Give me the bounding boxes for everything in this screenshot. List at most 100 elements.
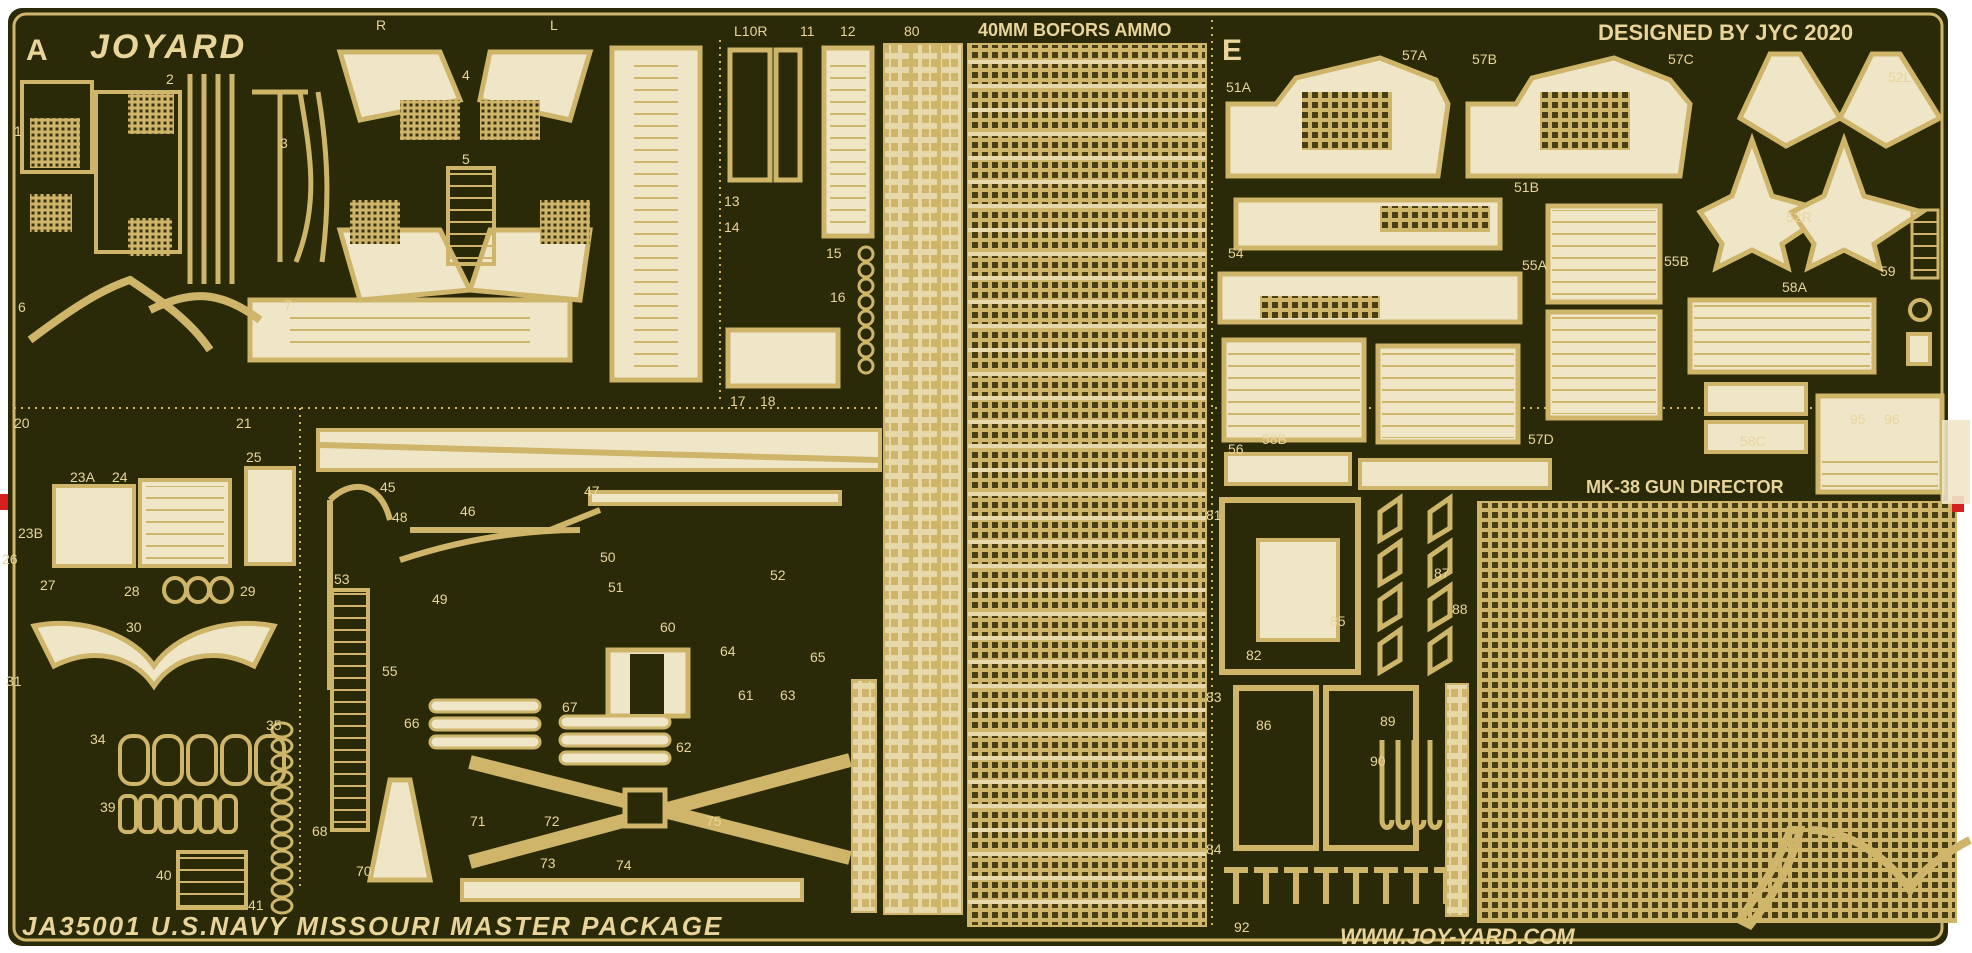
part-label: 68 bbox=[312, 823, 328, 839]
ring-part bbox=[857, 341, 875, 359]
lozenge-part bbox=[158, 794, 178, 834]
part-73-bar bbox=[460, 878, 804, 902]
ammo-strip-separator bbox=[968, 516, 1206, 520]
part-label: 92 bbox=[1234, 919, 1250, 935]
hook-part bbox=[1411, 740, 1427, 830]
part-label: 47 bbox=[584, 483, 600, 499]
section-letter-e: E bbox=[1222, 34, 1244, 67]
part-60-door bbox=[630, 654, 664, 714]
director-title: MK-38 GUN DIRECTOR bbox=[1586, 477, 1784, 497]
part-label: 56 bbox=[1228, 441, 1244, 457]
part-label: R bbox=[376, 17, 386, 33]
lozenge-part bbox=[218, 794, 238, 834]
part-4-cradle bbox=[336, 49, 594, 303]
website-url: WWW.JOY-YARD.COM bbox=[1340, 924, 1575, 949]
part-spar-diag bbox=[319, 442, 879, 463]
ammo-strip-separator bbox=[968, 636, 1206, 640]
ammo-strip-rows bbox=[968, 60, 1206, 904]
lozenge-part bbox=[138, 794, 158, 834]
part-label: 55 bbox=[382, 663, 398, 679]
t-piece-part bbox=[1404, 867, 1428, 904]
ammo-strip-separator bbox=[968, 156, 1206, 160]
bracket-part bbox=[1377, 493, 1403, 545]
part-label: 14 bbox=[724, 219, 740, 235]
chain-link bbox=[270, 801, 294, 819]
part-40-grid bbox=[176, 850, 248, 910]
ammo-strip-separator bbox=[968, 372, 1206, 376]
part-label: 12 bbox=[840, 23, 856, 39]
part-label: 64 bbox=[720, 643, 736, 659]
ammo-strip-separator bbox=[968, 900, 1206, 904]
part-46-block bbox=[1906, 332, 1932, 366]
ammo-strip-separator bbox=[968, 852, 1206, 856]
ammo-strip-separator bbox=[968, 252, 1206, 256]
part-51b-hatch bbox=[1465, 55, 1693, 179]
part-58-long-b bbox=[1224, 452, 1352, 486]
ring-part bbox=[857, 261, 875, 279]
part-label: 89 bbox=[1380, 713, 1396, 729]
part-label: 21 bbox=[236, 415, 252, 431]
ammo-strip-separator bbox=[968, 780, 1206, 784]
ammo-strip-separator bbox=[968, 204, 1206, 208]
chain-link bbox=[270, 849, 294, 867]
plate-part bbox=[428, 698, 542, 714]
part-label: 25 bbox=[246, 449, 262, 465]
plate-part bbox=[558, 750, 672, 766]
part-label: 88 bbox=[1452, 601, 1468, 617]
part-label: 2 bbox=[166, 71, 174, 87]
part-7-rungs bbox=[290, 312, 530, 348]
part-label: 90 bbox=[1370, 753, 1386, 769]
part-label: 49 bbox=[432, 591, 448, 607]
ammo-strip-separator bbox=[968, 660, 1206, 664]
part-label: 54 bbox=[1228, 245, 1244, 261]
part-56-rungs bbox=[1228, 344, 1360, 436]
part-label: 40 bbox=[156, 867, 172, 883]
part-label: 71 bbox=[470, 813, 486, 829]
bracket-part bbox=[1377, 581, 1403, 633]
part-53-long-rod bbox=[330, 588, 370, 832]
part-54-rail-mesh bbox=[1260, 296, 1380, 318]
part-58a-rungs bbox=[1694, 304, 1870, 368]
part-label: 82 bbox=[1246, 647, 1262, 663]
part-label: 24 bbox=[112, 469, 128, 485]
part-label: 57C bbox=[1668, 51, 1694, 67]
part-label: 51 bbox=[608, 579, 624, 595]
part-1-mesh-b bbox=[30, 194, 72, 232]
bracket-part bbox=[1427, 581, 1453, 633]
part-70-tripod bbox=[366, 777, 434, 883]
part-25-rack bbox=[244, 466, 296, 566]
part-label: 26 bbox=[2, 551, 18, 567]
chain-link bbox=[270, 897, 294, 915]
ring-part bbox=[857, 309, 875, 327]
part-label: 67 bbox=[562, 699, 578, 715]
ammo-title: 40MM BOFORS AMMO bbox=[978, 20, 1171, 40]
part-label: 58A bbox=[1782, 279, 1808, 295]
part-label: 87 bbox=[1434, 565, 1450, 581]
part-label: 57D bbox=[1528, 431, 1554, 447]
part-label: 41 bbox=[248, 897, 264, 913]
part-label: 6 bbox=[18, 299, 26, 315]
part-label: 66 bbox=[404, 715, 420, 731]
chain-link bbox=[270, 785, 294, 803]
plate-part bbox=[558, 714, 672, 730]
part-label: 58B bbox=[1262, 431, 1287, 447]
part-24-rungs bbox=[146, 486, 224, 560]
ammo-strip-separator bbox=[968, 444, 1206, 448]
bracket-part bbox=[1427, 493, 1453, 545]
part-28-rings bbox=[162, 576, 234, 604]
track-strip-2 bbox=[911, 43, 939, 915]
part-label: 80 bbox=[904, 23, 920, 39]
t-piece-part bbox=[1224, 867, 1248, 904]
part-52-fins bbox=[1696, 51, 1944, 273]
part-label: 51B bbox=[1514, 179, 1539, 195]
part-58-long bbox=[1358, 458, 1552, 490]
ammo-strip-separator bbox=[968, 684, 1206, 688]
part-16-rings bbox=[857, 245, 875, 375]
part-59-rack bbox=[1910, 208, 1940, 280]
t-piece-part bbox=[1374, 867, 1398, 904]
ammo-strip-separator bbox=[968, 420, 1206, 424]
plate-part bbox=[558, 732, 672, 748]
part-1-frame bbox=[20, 80, 182, 254]
part-label: 74 bbox=[616, 857, 632, 873]
ring-part bbox=[857, 325, 875, 343]
